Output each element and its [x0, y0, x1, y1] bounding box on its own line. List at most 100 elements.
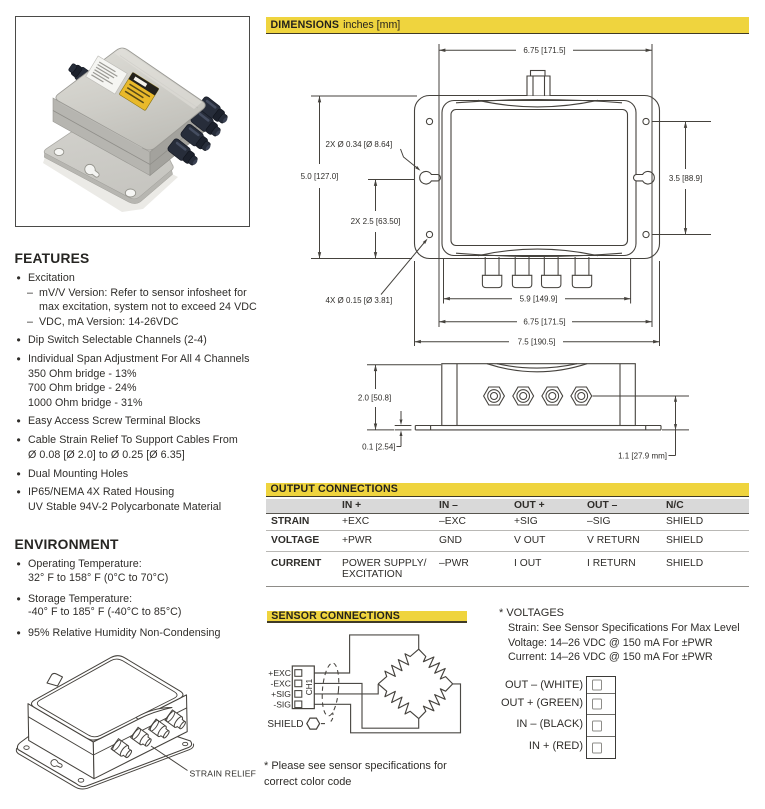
terminal-cell	[587, 694, 616, 716]
table-cell: V OUT	[514, 535, 546, 547]
cable-gland	[481, 274, 503, 289]
mount-hole	[642, 230, 650, 239]
terminal-screw	[294, 700, 303, 709]
dim-label: 2.0 [50.8]	[358, 393, 391, 402]
terminal-cell	[587, 677, 616, 695]
dim-label: 2X Ø 0.34 [Ø 8.64]	[326, 140, 393, 149]
drawing-circle	[577, 391, 586, 401]
strain-relief-label: STRAIN RELIEF	[190, 769, 257, 779]
bridge-resistor	[418, 683, 454, 720]
features-list: Excitation mV/V Version: Refer to sensor…	[15, 271, 265, 514]
drawing-path	[50, 759, 63, 768]
wire-sig-plus	[314, 683, 379, 695]
drawing-path	[84, 163, 100, 178]
sensor-wiring-diagram: +EXC -EXC +SIG -SIG CH1 SHIELD	[267, 634, 462, 734]
photo-gland	[197, 96, 228, 124]
column-header: OUT –	[587, 500, 618, 512]
output-connections-bar: OUTPUT CONNECTIONS	[266, 482, 749, 497]
drawing-ellipse	[179, 721, 186, 730]
environment-line: 95% Relative Humidity Non-Condensing	[15, 627, 265, 641]
table-cell: –SIG	[587, 516, 611, 528]
dim-arrow	[373, 364, 378, 372]
terminal-square-icon	[592, 679, 602, 691]
feature-line: Dip Switch Selectable Channels (2-4)	[15, 333, 265, 348]
dimensions-title: DIMENSIONS	[270, 18, 340, 31]
dimension-drawing: 6.75 [171.5] 5.0 [127.0] 2X Ø 0.34 [Ø 8.…	[301, 44, 711, 460]
dim-arrow	[645, 48, 652, 52]
feature-line: Dual Mounting Holes	[15, 467, 265, 482]
dim-arrow	[422, 238, 428, 244]
drawing-circle	[489, 391, 499, 401]
feature-line: 350 Ohm bridge - 13%	[28, 367, 137, 380]
feature-line: Ø 0.08 [Ø 2.0] to Ø 0.25 [Ø 6.35]	[28, 448, 185, 461]
bridge-resistor	[377, 648, 420, 685]
table-cell: –PWR	[439, 557, 469, 569]
iso-hole	[23, 745, 30, 750]
dim-label: 1.1 [27.9 mm]	[618, 451, 667, 460]
iso-flange-thickness	[15, 743, 195, 790]
mount-hole	[425, 117, 434, 126]
iso-gland	[110, 738, 132, 759]
dim-arrow	[673, 396, 678, 402]
features-title: FEATURES	[14, 251, 90, 266]
terminal_exc_plus-label: +EXC	[268, 668, 291, 678]
table-cell: –EXC	[439, 516, 466, 528]
dim-arrow	[373, 252, 378, 259]
drawing-rect	[201, 140, 211, 151]
drawing-rect	[94, 69, 110, 79]
dimensions-units: inches [mm]	[343, 18, 401, 31]
feature-line: Individual Span Adjustment For All 4 Cha…	[15, 352, 265, 367]
drawing-rect	[92, 71, 114, 85]
stub-cap	[529, 69, 546, 77]
color-code-label: IN + (RED)	[528, 740, 583, 752]
table-cell: SHIELD	[666, 557, 704, 569]
feature-line: UV Stable 94V-2 Polycarbonate Material	[28, 500, 222, 513]
table-cell: POWER SUPPLY/ EXCITATION	[337, 558, 434, 581]
feature-item: Dual Mounting Holes	[15, 467, 265, 482]
keyhole-slot-left	[419, 170, 441, 185]
drawing-rect	[205, 99, 217, 109]
drawing-ellipse	[205, 144, 211, 151]
drawing-ellipse	[145, 738, 152, 747]
drawing-circle	[519, 391, 528, 401]
wire-sig-minus	[314, 683, 462, 734]
drawing-rect	[91, 74, 104, 83]
sensor-connections-bar: SENSOR CONNECTIONS	[266, 609, 468, 623]
feature-item: Cable Strain Relief To Support Cables Fr…	[15, 433, 265, 462]
table-cell: GND	[439, 535, 462, 547]
drawing-ellipse	[112, 739, 122, 752]
dim-arrow	[415, 166, 421, 171]
gland-hex	[541, 386, 564, 406]
drawing-rect	[85, 55, 128, 95]
output-connections-title: OUTPUT CONNECTIONS	[270, 483, 398, 496]
feature-line: 1000 Ohm bridge - 31%	[28, 396, 143, 409]
sensor-connections-title: SENSOR CONNECTIONS	[271, 609, 400, 622]
drawing-group	[314, 634, 462, 734]
column-header: IN +	[342, 500, 362, 512]
dim-arrow	[653, 339, 660, 344]
wire-exc-minus	[314, 682, 420, 729]
terminal-square-icon	[592, 742, 602, 754]
drawing-rect	[126, 87, 144, 99]
dim-arrow	[443, 296, 450, 301]
channel-label: CH1	[305, 678, 314, 695]
table-cell: SHIELD	[666, 535, 704, 547]
drawing-circle	[574, 389, 589, 403]
top-view-lid	[441, 99, 637, 257]
dim-label: 2X 2.5 [63.50]	[351, 217, 401, 226]
drawing-rect	[175, 141, 187, 151]
terminal-screw	[294, 690, 303, 698]
column-header: OUT +	[514, 500, 545, 512]
mount-hole	[425, 230, 434, 239]
table-cell-line: EXCITATION	[342, 569, 403, 581]
drawing-rect	[124, 90, 145, 104]
drawing-ellipse	[222, 117, 228, 123]
dim-label: 5.9 [149.9]	[520, 295, 558, 304]
table-row: CURRENT POWER SUPPLY/ EXCITATION –PWR I …	[266, 552, 749, 587]
iso-keyhole	[50, 759, 63, 768]
terminal-square-icon	[592, 720, 602, 732]
photo-hole	[53, 147, 65, 157]
drawing-path	[380, 240, 427, 295]
table-row: VOLTAGE +PWR GND V OUT V RETURN SHIELD	[266, 531, 749, 552]
drawing-ellipse	[215, 130, 221, 136]
